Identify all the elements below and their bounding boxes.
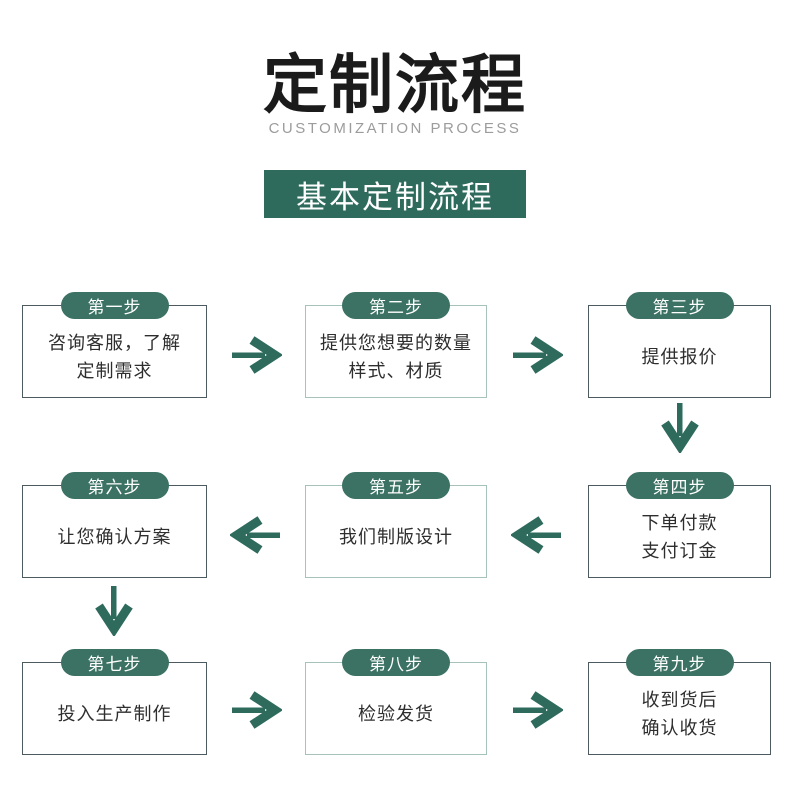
section-banner: 基本定制流程 (264, 170, 526, 218)
step-text-3: 提供报价 (589, 306, 770, 397)
step-badge-3: 第三步 (625, 292, 734, 319)
step-box-1: 第一步 咨询客服，了解 定制需求 (22, 292, 207, 398)
arrow-right-icon (511, 690, 563, 730)
step-box-4: 第四步 下单付款 支付订金 (588, 472, 771, 578)
step-text-line: 支付订金 (641, 540, 718, 561)
step-text-line: 确认收货 (641, 717, 718, 738)
arrow-left-icon (230, 515, 282, 555)
page-subtitle: CUSTOMIZATION PROCESS (268, 120, 522, 137)
step-badge-8: 第八步 (342, 649, 450, 676)
step-text-1: 咨询客服，了解 定制需求 (23, 306, 206, 397)
step-box-6: 第六步 让您确认方案 (22, 472, 207, 578)
page-title: 定制流程 (263, 49, 527, 121)
step-text-2: 提供您想要的数量 样式、材质 (306, 306, 486, 397)
step-badge-1: 第一步 (60, 292, 169, 319)
step-text-line: 我们制版设计 (339, 526, 453, 547)
step-text-line: 定制需求 (76, 360, 153, 381)
arrow-right-icon (511, 335, 563, 375)
step-box-5: 第五步 我们制版设计 (305, 472, 487, 578)
step-text-5: 我们制版设计 (306, 486, 486, 577)
step-badge-4: 第四步 (625, 472, 734, 499)
step-text-7: 投入生产制作 (23, 663, 206, 754)
step-text-line: 咨询客服，了解 (48, 332, 181, 353)
step-text-line: 下单付款 (641, 512, 718, 533)
step-badge-5: 第五步 (342, 472, 450, 499)
step-badge-7: 第七步 (60, 649, 169, 676)
step-text-line: 让您确认方案 (57, 526, 172, 547)
arrow-down-icon (660, 401, 700, 453)
step-text-line: 投入生产制作 (57, 703, 172, 724)
arrow-down-icon (94, 584, 134, 636)
step-text-4: 下单付款 支付订金 (589, 486, 770, 577)
step-text-line: 提供报价 (641, 346, 718, 367)
step-text-8: 检验发货 (306, 663, 486, 754)
step-text-line: 检验发货 (358, 703, 434, 724)
step-text-6: 让您确认方案 (23, 486, 206, 577)
step-box-3: 第三步 提供报价 (588, 292, 771, 398)
step-text-9: 收到货后 确认收货 (589, 663, 770, 754)
step-box-8: 第八步 检验发货 (305, 649, 487, 755)
arrow-right-icon (230, 335, 282, 375)
step-text-line: 样式、材质 (348, 360, 444, 381)
step-box-9: 第九步 收到货后 确认收货 (588, 649, 771, 755)
step-badge-6: 第六步 (60, 472, 169, 499)
step-badge-9: 第九步 (625, 649, 734, 676)
step-text-line: 提供您想要的数量 (320, 332, 472, 353)
step-box-2: 第二步 提供您想要的数量 样式、材质 (305, 292, 487, 398)
step-badge-2: 第二步 (342, 292, 450, 319)
step-box-7: 第七步 投入生产制作 (22, 649, 207, 755)
arrow-left-icon (511, 515, 563, 555)
arrow-right-icon (230, 690, 282, 730)
step-text-line: 收到货后 (641, 689, 718, 710)
